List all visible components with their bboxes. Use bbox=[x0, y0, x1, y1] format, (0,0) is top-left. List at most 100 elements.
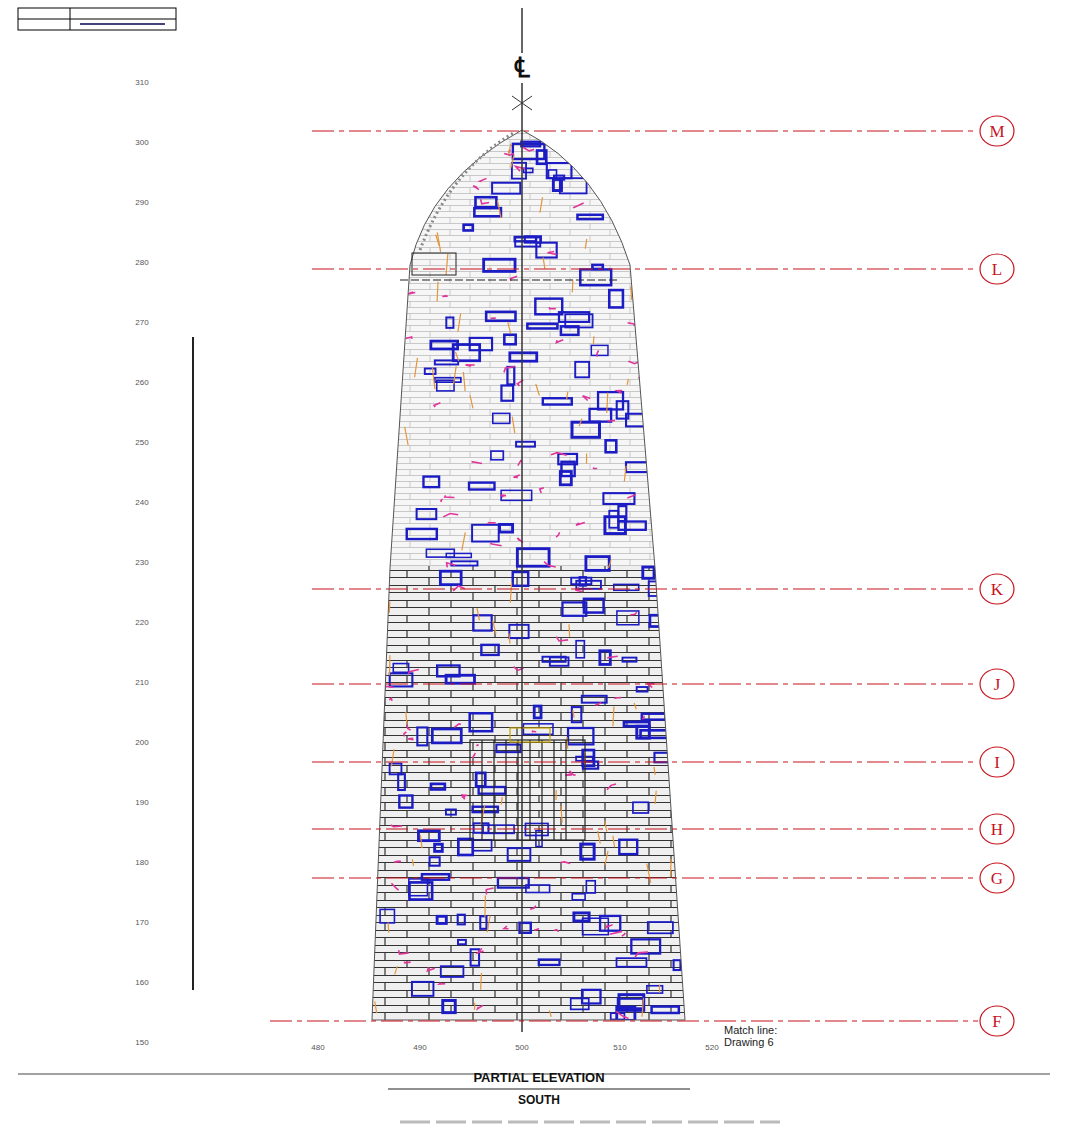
crack-mark bbox=[579, 419, 582, 427]
crack-mark bbox=[412, 859, 413, 866]
pink-mark bbox=[513, 475, 519, 477]
pink-mark bbox=[607, 420, 615, 422]
grid-letter: J bbox=[994, 676, 1001, 693]
blue-mark bbox=[606, 440, 617, 452]
axis-value: 480 bbox=[311, 1044, 324, 1053]
blue-mark bbox=[446, 809, 456, 814]
blue-mark bbox=[521, 142, 540, 147]
blue-mark bbox=[618, 999, 644, 1008]
axis-value: 200 bbox=[135, 739, 148, 748]
blue-mark bbox=[543, 398, 572, 404]
pink-mark bbox=[389, 698, 392, 701]
crack-mark bbox=[420, 835, 422, 848]
crack-mark bbox=[477, 608, 479, 620]
crack-mark bbox=[549, 1010, 551, 1016]
crack-mark bbox=[446, 253, 448, 274]
axis-value: 240 bbox=[135, 499, 148, 508]
crack-mark bbox=[463, 372, 465, 391]
crack-mark bbox=[654, 767, 655, 775]
blue-mark bbox=[431, 784, 445, 790]
crack-mark bbox=[415, 358, 418, 377]
blue-mark bbox=[492, 183, 520, 194]
blue-mark bbox=[508, 848, 531, 861]
crack-mark bbox=[634, 703, 636, 709]
crack-mark bbox=[568, 624, 570, 636]
blue-mark bbox=[437, 916, 446, 923]
blue-mark bbox=[417, 727, 427, 745]
blue-mark bbox=[507, 367, 514, 384]
crack-mark bbox=[493, 620, 496, 633]
pink-mark bbox=[638, 377, 654, 381]
blue-mark bbox=[537, 150, 546, 163]
blue-mark bbox=[398, 774, 405, 790]
pink-mark bbox=[530, 906, 536, 910]
blue-mark bbox=[577, 215, 602, 219]
blue-mark bbox=[584, 599, 604, 613]
blue-mark bbox=[458, 839, 472, 855]
blue-mark bbox=[520, 923, 531, 933]
pink-mark bbox=[478, 948, 484, 952]
axis-value: 150 bbox=[135, 1039, 148, 1048]
crack-mark bbox=[405, 427, 408, 445]
crack-mark bbox=[613, 836, 615, 847]
crack-mark bbox=[647, 864, 651, 883]
bubble-circle bbox=[980, 747, 1014, 777]
blue-mark bbox=[637, 726, 650, 738]
pink-mark bbox=[406, 337, 412, 339]
crack-mark bbox=[585, 239, 586, 249]
view-name: SOUTH bbox=[518, 1094, 560, 1107]
axis-value: 220 bbox=[135, 619, 148, 628]
pink-mark bbox=[462, 795, 467, 800]
crack-mark bbox=[462, 532, 466, 550]
blue-mark bbox=[547, 163, 572, 178]
blue-mark bbox=[500, 524, 513, 532]
blue-mark bbox=[631, 939, 660, 953]
axis-value: 170 bbox=[135, 919, 148, 928]
blue-mark bbox=[565, 314, 592, 327]
pink-mark bbox=[547, 252, 556, 255]
pink-mark bbox=[593, 467, 597, 469]
blue-mark bbox=[435, 360, 458, 364]
pink-mark bbox=[408, 669, 418, 673]
pink-mark bbox=[399, 950, 409, 954]
shaft-outline bbox=[372, 130, 685, 1020]
pink-mark bbox=[504, 367, 515, 373]
grid-letter: F bbox=[992, 1013, 1001, 1030]
blue-mark bbox=[515, 237, 536, 241]
pink-mark bbox=[549, 307, 556, 309]
pink-mark bbox=[489, 521, 496, 523]
pink-mark bbox=[516, 166, 525, 171]
drawing-title: PARTIAL ELEVATION bbox=[473, 1070, 604, 1085]
blue-mark bbox=[581, 844, 594, 859]
pink-mark bbox=[595, 703, 601, 706]
pink-mark bbox=[501, 495, 506, 497]
axis-value: 250 bbox=[135, 439, 148, 448]
grid-bubble: M bbox=[979, 113, 1015, 149]
pink-mark bbox=[573, 203, 584, 208]
blue-mark bbox=[498, 878, 529, 888]
crack-mark bbox=[501, 797, 502, 805]
bubble-circle bbox=[980, 669, 1014, 699]
blue-mark bbox=[603, 493, 634, 504]
blue-mark bbox=[446, 317, 453, 327]
pink-mark bbox=[560, 862, 570, 864]
blue-mark bbox=[582, 696, 607, 703]
crack-mark bbox=[375, 1001, 377, 1013]
blue-mark bbox=[409, 882, 432, 899]
pink-mark bbox=[394, 861, 401, 862]
blue-mark bbox=[422, 874, 449, 879]
pink-mark bbox=[617, 390, 622, 393]
blue-mark bbox=[491, 451, 503, 460]
blue-mark bbox=[446, 675, 474, 683]
blue-mark bbox=[535, 299, 562, 315]
pink-mark bbox=[476, 744, 478, 746]
blue-mark bbox=[605, 517, 626, 534]
axis-value: 180 bbox=[135, 859, 148, 868]
blue-mark bbox=[474, 823, 489, 832]
scale-bar bbox=[192, 337, 194, 990]
blue-mark bbox=[643, 567, 654, 578]
crack-mark bbox=[642, 998, 643, 1017]
blue-mark bbox=[443, 1000, 455, 1012]
blue-mark bbox=[674, 960, 681, 970]
